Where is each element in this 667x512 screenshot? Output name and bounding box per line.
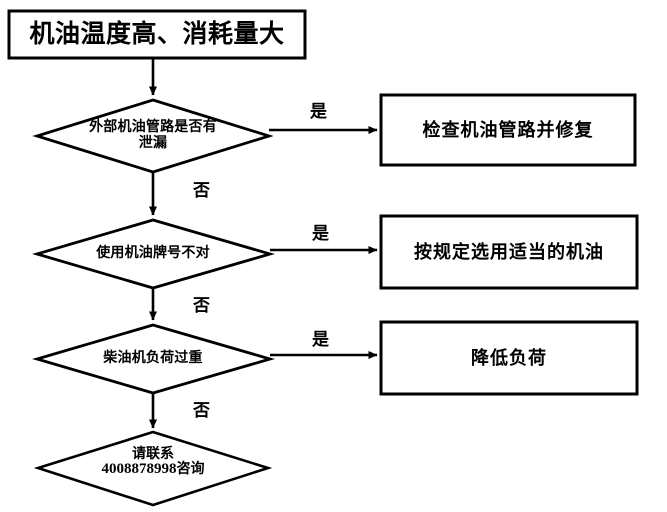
- action-3-shape: [379, 320, 639, 396]
- decision-1-shape: [32, 98, 274, 174]
- contact-node-shape: [33, 430, 273, 507]
- action-1-shape: [379, 93, 637, 167]
- decision-3-shape: [32, 323, 276, 395]
- action-2-shape: [379, 214, 639, 290]
- start-node-shape: [7, 9, 307, 60]
- decision-2-shape: [32, 218, 276, 290]
